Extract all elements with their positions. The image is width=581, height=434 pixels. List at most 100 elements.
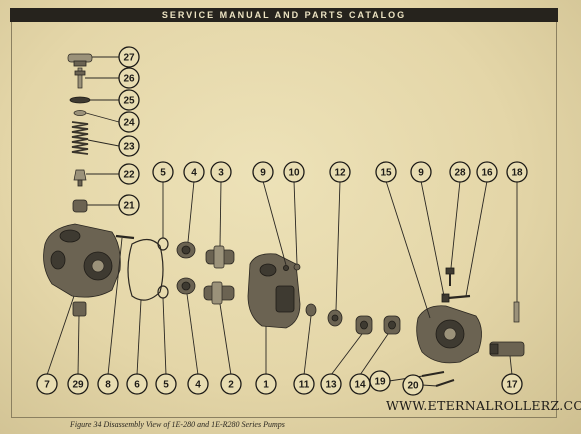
callout-1: 1 [255,373,277,395]
callout-28: 28 [449,161,471,183]
part-4-bearing-upper [176,241,196,259]
part-2-drive-gear [203,281,235,305]
callout-25: 25 [118,89,140,111]
callout-4-bottom: 4 [187,373,209,395]
callout-19: 19 [369,370,391,392]
svg-text:21: 21 [123,201,135,212]
svg-text:23: 23 [123,142,135,153]
callout-20: 20 [402,374,424,396]
callout-8: 8 [97,373,119,395]
part-13-bearing [355,315,373,335]
svg-text:24: 24 [123,118,135,129]
callout-12: 12 [329,161,351,183]
callout-10: 10 [283,161,305,183]
svg-text:29: 29 [72,380,84,391]
callout-24: 24 [118,111,140,133]
callout-5-bottom: 5 [155,373,177,395]
svg-text:15: 15 [380,168,392,179]
part-21-bushing [72,199,88,213]
callout-16: 16 [476,161,498,183]
callout-27: 27 [118,46,140,68]
svg-text:18: 18 [511,168,523,179]
svg-text:19: 19 [374,377,386,388]
callout-4-top: 4 [183,161,205,183]
part-27-cap [67,53,93,67]
svg-text:16: 16 [481,168,493,179]
svg-text:4: 4 [195,380,201,391]
callout-14: 14 [349,373,371,395]
callout-11: 11 [293,373,315,395]
callout-7: 7 [36,373,58,395]
callout-9-right: 9 [410,161,432,183]
svg-text:6: 6 [134,380,140,391]
part-15-mounting-flange [416,305,482,364]
callout-29: 29 [67,373,89,395]
callout-9-left: 9 [252,161,274,183]
svg-text:14: 14 [354,380,366,391]
header-bar: SERVICE MANUAL AND PARTS CATALOG [10,8,558,22]
part-18-key [513,301,520,323]
part-8-pin [115,234,135,240]
part-5-oring-upper [157,237,169,251]
leader-lines [46,56,518,387]
svg-text:17: 17 [506,380,518,391]
callout-26: 26 [118,67,140,89]
part-4-bearing-lower [176,277,196,295]
svg-text:22: 22 [123,170,135,181]
svg-text:2: 2 [228,380,234,391]
callout-2: 2 [220,373,242,395]
part-19-screw [421,371,445,377]
part-14-bearing [383,315,401,335]
part-25-washer [69,96,91,104]
callout-22: 22 [118,163,140,185]
part-7-pump-cover [43,223,121,298]
svg-text:25: 25 [123,96,135,107]
callout-5-top: 5 [152,161,174,183]
svg-text:3: 3 [218,168,224,179]
svg-text:9: 9 [260,168,266,179]
callout-21: 21 [118,194,140,216]
part-23-spring [71,121,89,155]
svg-text:9: 9 [418,168,424,179]
svg-text:10: 10 [288,168,300,179]
part-16-bolt [441,293,471,303]
part-17-shaft [489,341,525,357]
part-3-driven-gear [205,245,235,269]
callout-18: 18 [506,161,528,183]
part-29-plug [72,301,87,317]
callout-6: 6 [126,373,148,395]
part-11-seal [305,303,317,317]
callout-15: 15 [375,161,397,183]
part-12-retainer [327,309,343,327]
svg-text:20: 20 [407,381,419,392]
callout-17: 17 [501,373,523,395]
svg-text:12: 12 [334,168,346,179]
part-24-retainer [73,110,87,116]
page-border [11,22,557,418]
part-1-gear-housing [247,253,301,329]
part-26-adjusting-screw [74,67,86,89]
callout-13: 13 [320,373,342,395]
svg-text:1: 1 [263,380,269,391]
svg-text:4: 4 [191,168,197,179]
header-title: SERVICE MANUAL AND PARTS CATALOG [161,10,407,20]
svg-text:8: 8 [105,380,111,391]
figure-caption: Figure 34 Disassembly View of 1E-280 and… [70,420,285,429]
part-10-seat [293,263,301,271]
svg-text:7: 7 [44,380,50,391]
svg-text:28: 28 [454,168,466,179]
svg-text:26: 26 [123,74,135,85]
part-20-screw [435,379,455,387]
callout-3: 3 [210,161,232,183]
svg-text:27: 27 [123,53,135,64]
svg-text:13: 13 [325,380,337,391]
part-6-gasket [127,238,164,301]
part-28-screw [445,267,455,286]
callout-23: 23 [118,135,140,157]
svg-text:5: 5 [163,380,169,391]
svg-text:5: 5 [160,168,166,179]
part-9-ball [282,264,289,271]
website-watermark: WWW.ETERNALROLLERZ.COM [386,398,581,413]
